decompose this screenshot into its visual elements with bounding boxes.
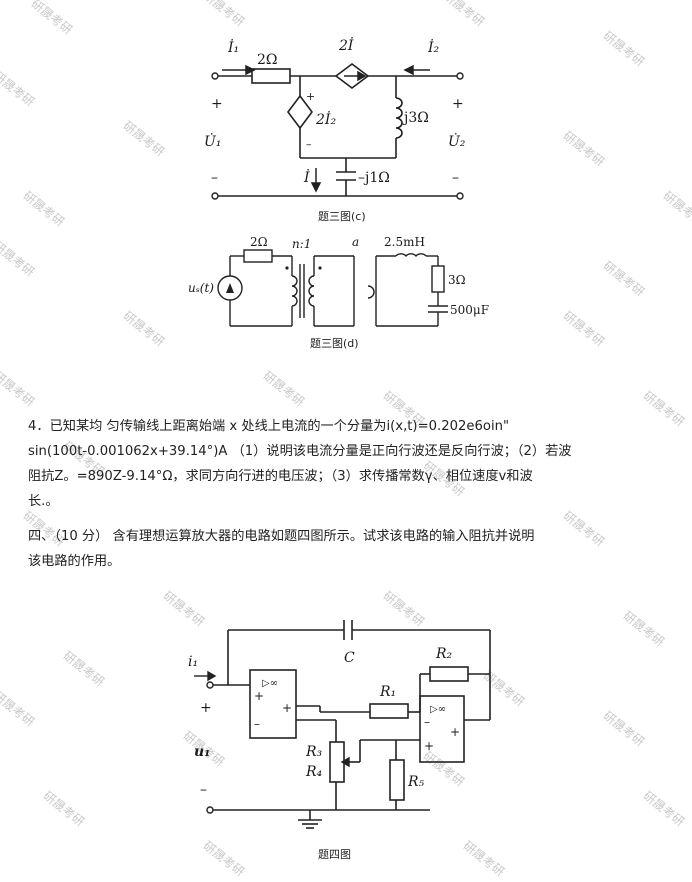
label-us: uₛ(t) <box>188 281 214 295</box>
label-2ohm: 2Ω <box>257 52 278 68</box>
question-4-line-4: 长.。 <box>28 494 59 509</box>
label-2i2: 2İ₂ <box>315 110 336 128</box>
label-opamp1-minus: + <box>254 689 264 703</box>
label-u2: U̇₂ <box>448 132 466 150</box>
label-minus-j1ohm: –j1Ω <box>358 170 390 186</box>
label-plus-left: + <box>211 96 223 112</box>
circuit-figure-d: uₛ(t) 2Ω n:1 a 2.5mH 3Ω 500μF 题三图(d) <box>188 235 489 350</box>
label-dep-minus: – <box>306 138 312 151</box>
caption-figure-4: 题四图 <box>318 848 351 861</box>
question-4-line-2: sin(100t-0.001062x+39.14°)A （1）说明该电流分量是正… <box>28 444 572 459</box>
label-opamp2-b: + <box>424 739 434 753</box>
label-r1: R₁ <box>379 684 396 700</box>
label-minus-fig4: – <box>200 782 207 798</box>
question-4: 4．已知某均 匀传输线上距离始端 x 处线上电流的一个分量为i(x,t)=0.2… <box>28 414 668 514</box>
label-plus-fig4: + <box>200 700 212 716</box>
question-4-line-3: 阻抗Z。=890Z-9.14°Ω，求同方向行进的电压波；（3）求传播常数γ、相位… <box>28 469 533 484</box>
label-2i: 2İ <box>338 36 354 54</box>
label-minus-left: – <box>211 170 218 186</box>
caption-figure-d: 题三图(d) <box>310 337 359 350</box>
label-opamp2-a: – <box>424 715 430 729</box>
label-r3: R₃ <box>305 744 323 760</box>
label-r5: R₅ <box>407 774 425 790</box>
circuit-figure-c: İ₁ 2Ω 2İ İ₂ + U̇₁ – + 2İ₂ – j3Ω + U̇₂ – … <box>204 36 466 223</box>
label-500uf: 500μF <box>450 303 489 317</box>
section-4-line-2: 该电路的作用。 <box>28 554 121 569</box>
label-ratio: n:1 <box>292 237 311 251</box>
label-plus-right: + <box>452 96 464 112</box>
label-i1: İ₁ <box>227 38 239 56</box>
label-opamp-1: ▷∞ <box>262 678 278 689</box>
label-opamp2-out: + <box>450 725 460 739</box>
label-c: C <box>344 650 355 666</box>
label-opamp-2: ▷∞ <box>430 704 446 715</box>
label-u1-fig4: u₁ <box>194 744 210 760</box>
label-2-5mh: 2.5mH <box>384 235 425 249</box>
label-i1-fig4: i₁ <box>188 654 198 670</box>
watermark-text: 研晟考研 <box>0 368 37 410</box>
label-node-a: a <box>352 235 359 249</box>
caption-figure-c: 题三图(c) <box>318 210 366 223</box>
circuit-figure-4: i₁ + u₁ – C R₂ R₁ R₃ R₄ R₅ ▷∞ ▷∞ + – + –… <box>188 620 491 861</box>
label-i2-top: İ₂ <box>427 38 440 56</box>
label-opamp1-out: + <box>282 701 292 715</box>
label-r2: R₂ <box>435 646 453 662</box>
label-opamp1-plus: – <box>254 717 260 731</box>
label-d-2ohm: 2Ω <box>250 235 268 249</box>
label-minus-right: – <box>452 170 459 186</box>
label-dep-plus: + <box>306 90 315 103</box>
question-4-line-1: 4．已知某均 匀传输线上距离始端 x 处线上电流的一个分量为i(x,t)=0.2… <box>28 419 510 434</box>
section-4: 四、（10 分） 含有理想运算放大器的电路如题四图所示。试求该电路的输入阻抗并说… <box>28 524 668 574</box>
label-j3ohm: j3Ω <box>402 110 429 126</box>
label-u1: U̇₁ <box>204 132 221 150</box>
watermark-text: 研晟考研 <box>260 368 307 410</box>
label-3ohm: 3Ω <box>448 273 466 287</box>
label-i: İ <box>303 168 310 186</box>
section-4-line-1: 四、（10 分） 含有理想运算放大器的电路如题四图所示。试求该电路的输入阻抗并说… <box>28 529 535 544</box>
label-r4: R₄ <box>305 764 323 780</box>
